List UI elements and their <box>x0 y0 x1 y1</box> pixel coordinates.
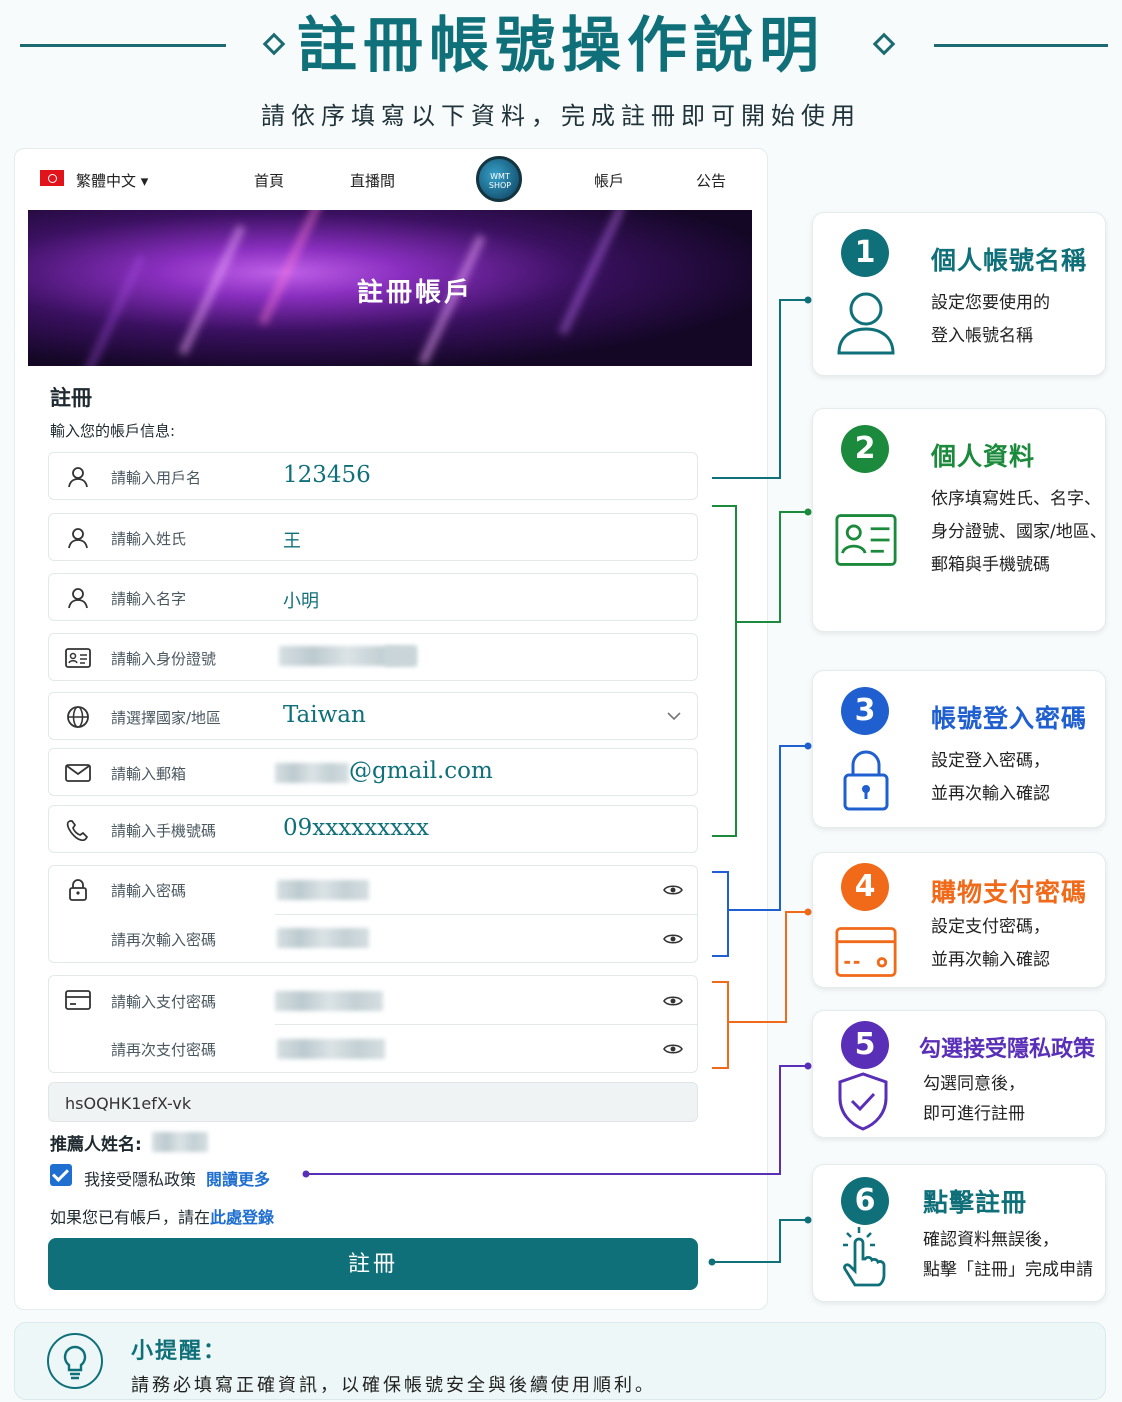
login-prompt: 如果您已有帳戶，請在此處登錄 <box>50 1208 275 1227</box>
given-name-field[interactable]: 請輸入名字 小明 <box>48 573 698 621</box>
eye-icon[interactable] <box>663 932 683 946</box>
referrer-label: 推薦人姓名: <box>50 1135 142 1155</box>
user-icon <box>837 292 895 355</box>
country-value: Taiwan <box>283 702 366 728</box>
flag-icon <box>40 170 64 186</box>
tip-box: 小提醒： 請務必填寫正確資訊，以確保帳號安全與後續使用順利。 <box>14 1322 1106 1400</box>
eye-icon[interactable] <box>663 883 683 897</box>
privacy-checkbox[interactable] <box>50 1164 72 1186</box>
user-icon <box>68 467 88 488</box>
banner-title: 註冊帳戶 <box>356 278 473 308</box>
id-card-icon <box>65 648 91 668</box>
redacted-payment-password <box>275 991 383 1011</box>
surname-value: 王 <box>283 531 301 552</box>
surname-placeholder: 請輸入姓氏 <box>111 530 187 548</box>
credit-card-icon <box>65 990 91 1010</box>
step-card-1: 1 個人帳號名稱 設定您要使用的登入帳號名稱 <box>812 212 1106 376</box>
given-name-placeholder: 請輸入名字 <box>111 590 187 608</box>
email-value: @gmail.com <box>349 758 493 784</box>
confirm-payment-password-placeholder[interactable]: 請再次支付密碼 <box>111 1041 217 1059</box>
user-icon <box>68 588 88 609</box>
eye-icon[interactable] <box>663 1042 683 1056</box>
redacted-password-confirm <box>277 928 369 948</box>
header-line-right <box>934 44 1108 47</box>
mail-icon <box>65 764 91 782</box>
phone-field[interactable]: 請輸入手機號碼 09xxxxxxxxx <box>48 805 698 853</box>
top-nav: 繁體中文 ▾ 首頁 直播間 WMT SHOP 帳戶 公告 <box>14 150 768 208</box>
lock-icon <box>69 879 87 901</box>
submit-button[interactable]: 註冊 <box>48 1238 698 1290</box>
payment-password-group: 請輸入支付密碼 請再次支付密碼 <box>48 975 698 1073</box>
surname-field[interactable]: 請輸入姓氏 王 <box>48 513 698 561</box>
lightbulb-icon <box>47 1333 103 1389</box>
username-value: 123456 <box>283 462 371 488</box>
shield-check-icon <box>838 1072 888 1131</box>
step-card-6: 6 點擊註冊 確認資料無誤後，點擊「註冊」完成申請 <box>812 1164 1106 1302</box>
redacted-id <box>279 646 415 666</box>
nav-item-home[interactable]: 首頁 <box>254 172 285 190</box>
payment-password-placeholder[interactable]: 請輸入支付密碼 <box>111 993 217 1011</box>
page-title: 註冊帳號操作說明 <box>297 11 825 81</box>
credit-card-icon <box>835 927 897 977</box>
privacy-label: 我接受隱私政策閱讀更多 <box>84 1170 271 1189</box>
logo[interactable]: WMT SHOP <box>476 156 522 202</box>
country-placeholder: 請選擇國家/地區 <box>111 709 222 727</box>
header-line-left <box>20 44 226 47</box>
step-card-5: 5 勾選接受隱私政策 勾選同意後，即可進行註冊 <box>812 1010 1106 1138</box>
lock-icon <box>843 750 889 811</box>
id-number-field[interactable]: 請輸入身份證號 <box>48 633 698 681</box>
id-card-icon <box>835 514 897 566</box>
hand-pointer-icon <box>843 1227 886 1287</box>
page-subtitle: 請依序填寫以下資料，完成註冊即可開始使用 <box>261 102 861 130</box>
nav-item-live[interactable]: 直播間 <box>350 172 396 190</box>
step-card-3: 3 帳號登入密碼 設定登入密碼，並再次輸入確認 <box>812 670 1106 828</box>
login-link[interactable]: 此處登錄 <box>210 1208 275 1227</box>
email-placeholder: 請輸入郵箱 <box>111 765 187 783</box>
user-icon <box>68 528 88 549</box>
email-field[interactable]: 請輸入郵箱 @gmail.com <box>48 748 698 796</box>
password-placeholder[interactable]: 請輸入密碼 <box>111 882 187 900</box>
language-selector[interactable]: 繁體中文 ▾ <box>76 172 149 190</box>
phone-icon <box>66 820 89 841</box>
redacted-email <box>275 763 349 783</box>
country-select[interactable]: 請選擇國家/地區 Taiwan <box>48 692 698 740</box>
given-name-value: 小明 <box>283 591 319 612</box>
chevron-down-icon[interactable] <box>667 711 681 721</box>
username-field[interactable]: 請輸入用戶名 123456 <box>48 452 698 500</box>
banner <box>28 210 752 366</box>
tip-title: 小提醒： <box>131 1339 228 1364</box>
redacted-payment-confirm <box>277 1039 385 1059</box>
tip-text: 請務必填寫正確資訊，以確保帳號安全與後續使用順利。 <box>131 1375 656 1396</box>
password-group: 請輸入密碼 請再次輸入密碼 <box>48 865 698 963</box>
redacted-password <box>277 880 369 900</box>
id-number-placeholder: 請輸入身份證號 <box>111 650 217 668</box>
eye-icon[interactable] <box>663 994 683 1008</box>
step-card-2: 2 個人資料 依序填寫姓氏、名字、身分證號、國家/地區、郵箱與手機號碼 <box>812 408 1107 632</box>
redacted-referrer <box>152 1132 208 1152</box>
confirm-password-placeholder[interactable]: 請再次輸入密碼 <box>111 931 217 949</box>
nav-item-account[interactable]: 帳戶 <box>594 172 625 190</box>
nav-item-announcement[interactable]: 公告 <box>696 172 727 190</box>
phone-placeholder: 請輸入手機號碼 <box>111 822 217 840</box>
username-placeholder: 請輸入用戶名 <box>111 469 202 487</box>
referral-code-input[interactable]: hsOQHK1efX-vk <box>48 1082 698 1122</box>
globe-icon <box>67 706 89 728</box>
form-subheading: 輸入您的帳戶信息: <box>50 422 176 440</box>
read-more-link[interactable]: 閱讀更多 <box>206 1170 271 1189</box>
step-card-4: 4 購物支付密碼 設定支付密碼，並再次輸入確認 <box>812 852 1106 988</box>
form-heading: 註冊 <box>50 386 92 410</box>
phone-value: 09xxxxxxxxx <box>283 815 430 841</box>
